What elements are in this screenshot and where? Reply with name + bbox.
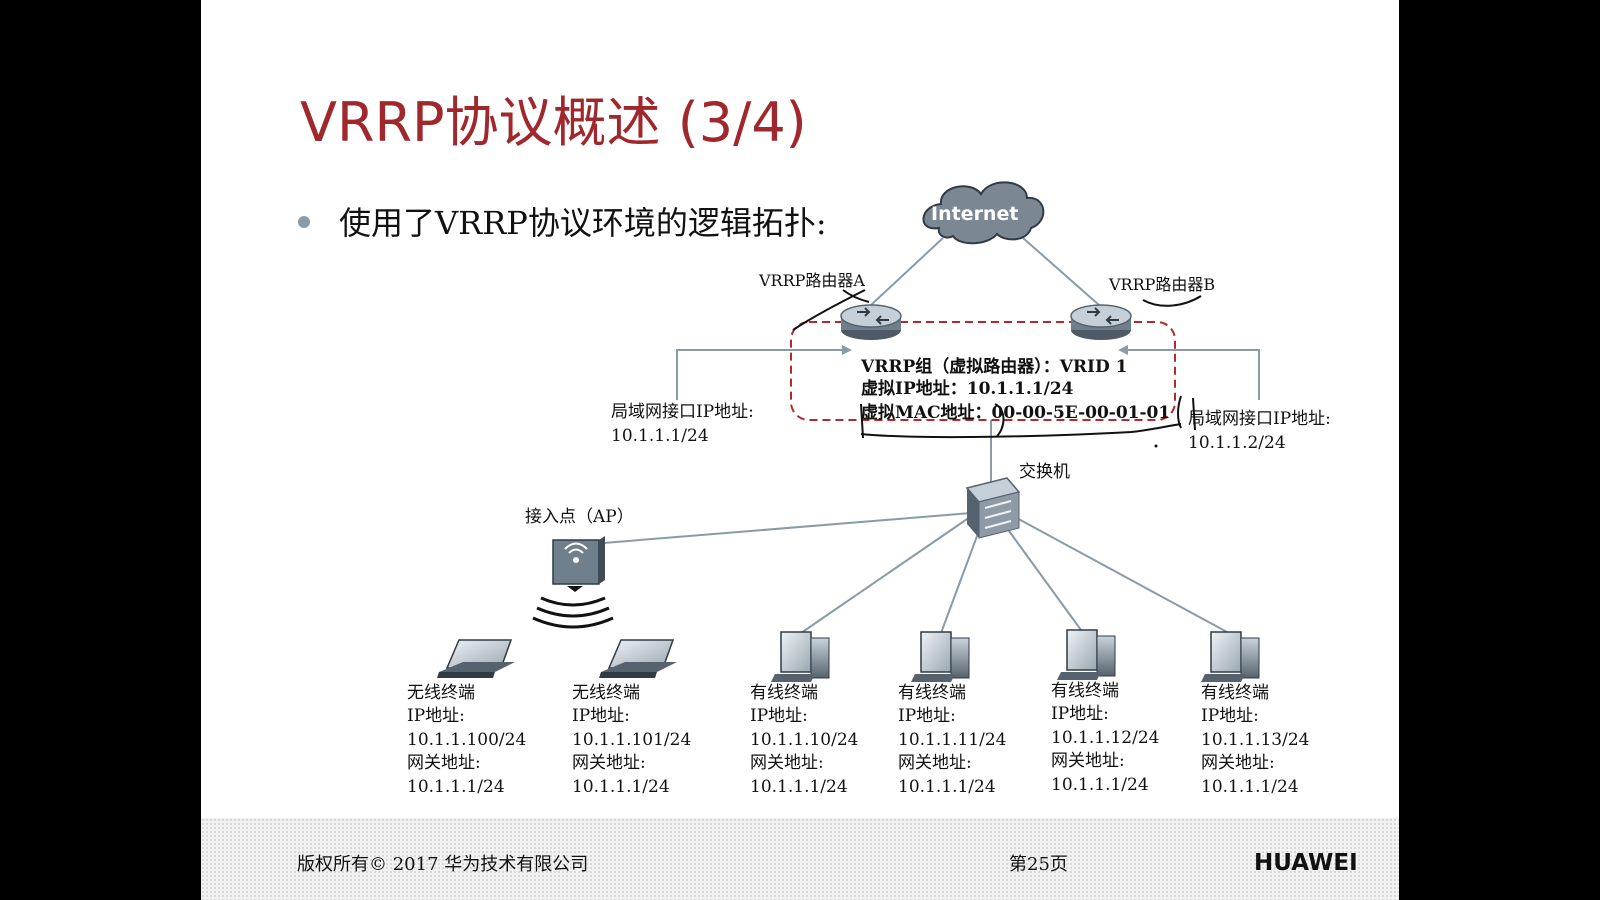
desktop-pc-icon-3 bbox=[1057, 629, 1116, 680]
terminal-ip-label: IP地址: bbox=[407, 706, 465, 727]
desktop-pc-icon-2 bbox=[911, 631, 970, 682]
virtual-mac-line: 虚拟MAC地址：00-00-5E-00-01-01 bbox=[861, 403, 1171, 423]
terminal-info: 无线终端 IP地址: 10.1.1.101/24 网关地址: 10.1.1.1/… bbox=[572, 682, 691, 799]
terminal-ip: 10.1.1.10/24 bbox=[750, 729, 859, 750]
link-switch-pc3 bbox=[1000, 519, 1082, 631]
terminal-gw-label: 网关地址: bbox=[898, 753, 972, 774]
access-point-icon bbox=[532, 536, 614, 629]
terminal-gw-label: 网关地址: bbox=[1201, 753, 1275, 774]
terminal-info: 有线终端 IP地址: 10.1.1.12/24 网关地址: 10.1.1.1/2… bbox=[1051, 680, 1159, 797]
lan-a-ip: 10.1.1.1/24 bbox=[611, 426, 709, 446]
annotation-bracket-right bbox=[1177, 395, 1182, 429]
bullet-text: 使用了VRRP协议环境的逻辑拓扑: bbox=[339, 204, 827, 242]
terminal-gw: 10.1.1.1/24 bbox=[572, 776, 670, 797]
link-internet-router-b bbox=[1022, 237, 1100, 306]
annotation-bracket-left bbox=[860, 403, 864, 439]
terminal-info: 无线终端 IP地址: 10.1.1.100/24 网关地址: 10.1.1.1/… bbox=[407, 682, 526, 799]
terminal-type: 无线终端 bbox=[572, 683, 640, 703]
footer-copyright: 版权所有© 2017 华为技术有限公司 bbox=[297, 854, 589, 875]
handwritten-annotations bbox=[792, 289, 1202, 439]
lan-b-label: 局域网接口IP地址: bbox=[1188, 409, 1331, 429]
terminal-ip: 10.1.1.11/24 bbox=[898, 729, 1007, 750]
annotation-dot bbox=[1154, 444, 1158, 448]
link-switch-pc2 bbox=[940, 519, 984, 634]
pointer-lan-a bbox=[676, 349, 846, 400]
terminal-ip-label: IP地址: bbox=[750, 706, 808, 727]
terminal-gw-label: 网关地址: bbox=[750, 753, 824, 774]
terminal-gw: 10.1.1.1/24 bbox=[1201, 776, 1299, 797]
internet-cloud bbox=[922, 181, 1045, 245]
bullet-icon bbox=[298, 216, 310, 228]
link-internet-router-a bbox=[870, 237, 944, 306]
lan-a-label: 局域网接口IP地址: bbox=[611, 402, 754, 422]
router-a-icon bbox=[840, 304, 902, 340]
terminal-type: 有线终端 bbox=[898, 683, 966, 703]
terminal-ip: 10.1.1.13/24 bbox=[1201, 729, 1310, 750]
pointer-lan-b bbox=[1124, 349, 1260, 400]
internet-label: Internet bbox=[931, 203, 1019, 225]
desktop-pc-icon-1 bbox=[771, 631, 830, 682]
slide: VRRP协议概述 (3/4) 使用了VRRP协议环境的逻辑拓扑: Interne… bbox=[201, 0, 1399, 900]
link-switch-ap bbox=[578, 512, 972, 546]
router-b-icon bbox=[1070, 304, 1132, 340]
link-switch-pc1 bbox=[800, 514, 974, 634]
lan-b-ip: 10.1.1.2/24 bbox=[1188, 433, 1286, 453]
switch-label: 交换机 bbox=[1019, 462, 1070, 482]
terminal-info: 有线终端 IP地址: 10.1.1.11/24 网关地址: 10.1.1.1/2… bbox=[898, 682, 1006, 799]
terminal-gw-label: 网关地址: bbox=[407, 753, 481, 774]
vrrp-group-line: VRRP组（虚拟路由器）：VRID 1 bbox=[861, 357, 1128, 377]
annotation-underline-mac bbox=[860, 423, 1182, 439]
router-b-label: VRRP路由器B bbox=[1109, 275, 1216, 294]
terminal-gw: 10.1.1.1/24 bbox=[898, 776, 996, 797]
annotation-bracket-right-2 bbox=[1192, 397, 1196, 431]
annotation-underline-b bbox=[1142, 295, 1202, 307]
terminal-info: 有线终端 IP地址: 10.1.1.10/24 网关地址: 10.1.1.1/2… bbox=[750, 682, 858, 799]
annotation-strike-a bbox=[792, 289, 866, 331]
terminal-ip-label: IP地址: bbox=[1051, 704, 1109, 725]
lan-pointers bbox=[676, 345, 1260, 400]
links bbox=[578, 237, 1228, 634]
ap-label: 接入点（AP） bbox=[525, 507, 634, 527]
router-a-label: VRRP路由器A bbox=[759, 271, 865, 290]
annotation-tick-a bbox=[842, 289, 870, 303]
terminal-ip-label: IP地址: bbox=[572, 706, 630, 727]
laptop-icon-2 bbox=[599, 639, 677, 678]
terminal-info: 有线终端 IP地址: 10.1.1.13/24 网关地址: 10.1.1.1/2… bbox=[1201, 682, 1309, 799]
terminal-ip-label: IP地址: bbox=[1201, 706, 1259, 727]
terminal-gw: 10.1.1.1/24 bbox=[1051, 774, 1149, 795]
switch-icon bbox=[965, 477, 1021, 539]
terminal-type: 无线终端 bbox=[407, 683, 475, 703]
virtual-ip-line: 虚拟IP地址：10.1.1.1/24 bbox=[861, 379, 1074, 399]
laptop-icon-1 bbox=[437, 639, 515, 678]
terminal-gw: 10.1.1.1/24 bbox=[750, 776, 848, 797]
page-number: 第25页 bbox=[1009, 854, 1068, 875]
terminal-type: 有线终端 bbox=[1051, 681, 1119, 701]
link-switch-pc4 bbox=[1012, 515, 1228, 633]
terminal-gw-label: 网关地址: bbox=[572, 753, 646, 774]
terminal-ip-label: IP地址: bbox=[898, 706, 956, 727]
vrrp-group-box bbox=[790, 321, 1176, 421]
huawei-wordmark: HUAWEI bbox=[1254, 850, 1358, 876]
desktop-pc-icon-4 bbox=[1201, 631, 1260, 682]
terminal-type: 有线终端 bbox=[1201, 683, 1269, 703]
annotation-bracket-mid bbox=[994, 403, 1005, 437]
page-title: VRRP协议概述 (3/4) bbox=[300, 91, 807, 154]
terminal-gw: 10.1.1.1/24 bbox=[407, 776, 505, 797]
terminal-gw-label: 网关地址: bbox=[1051, 751, 1125, 772]
terminal-ip: 10.1.1.100/24 bbox=[407, 729, 527, 750]
footer-band bbox=[201, 818, 1399, 900]
terminal-ip: 10.1.1.12/24 bbox=[1051, 727, 1160, 748]
terminal-type: 有线终端 bbox=[750, 683, 818, 703]
terminal-ip: 10.1.1.101/24 bbox=[572, 729, 692, 750]
